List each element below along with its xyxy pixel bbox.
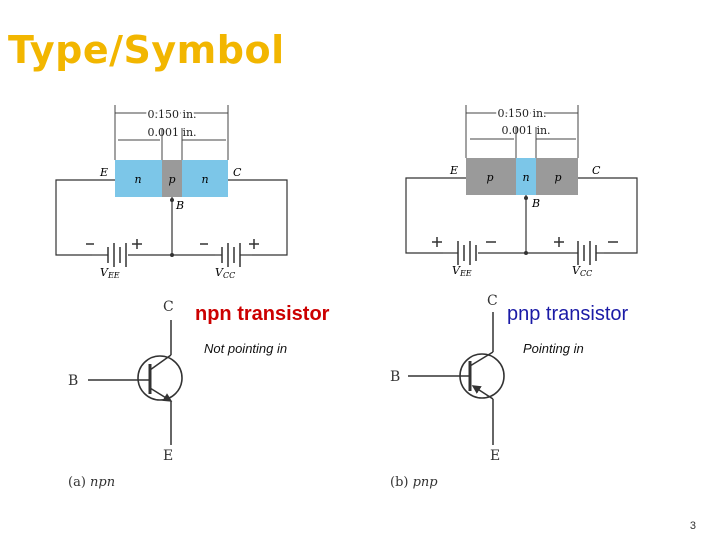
npn-vee-battery: VEE [86,239,142,280]
pnp-caption: (b) pnp [390,475,438,490]
npn-vee-label: VEE [100,266,120,280]
page-title: Type/Symbol [8,28,285,72]
npn-structure: 0.150 in. 0.001 in. n p n E C B [55,105,288,280]
pnp-dim-outer: 0.150 in. [497,107,546,120]
npn-base-label: B [175,199,184,212]
pnp-layer-3: p [554,171,561,184]
page-number: 3 [689,520,696,532]
npn-vcc-label: VCC [215,266,235,280]
pnp-layer-2: n [522,171,529,184]
pnp-symbol-c-label: C [487,293,498,309]
pnp-p-collector-region [536,158,578,195]
npn-symbol: npn transistor Not pointing in C B E (a)… [68,299,330,490]
npn-caption: (a) npn [68,475,115,490]
npn-vcc-battery: VCC [200,239,259,280]
pnp-collector-label: C [592,164,601,177]
pnp-note: Pointing in [523,341,584,356]
pnp-emitter-label: E [449,164,458,177]
npn-heading: npn transistor [195,303,330,325]
pnp-emitter-arrow-in [471,385,494,400]
npn-symbol-b-label: B [68,373,78,389]
npn-n-collector-region [182,160,228,197]
pnp-vcc-battery: VCC [554,237,618,278]
pnp-vcc-label: VCC [572,264,592,278]
npn-note: Not pointing in [204,341,287,356]
npn-layer-1: n [134,173,141,186]
pnp-symbol: pnp transistor Pointing in C B E (b) pnp [390,293,629,490]
pnp-base-label: B [531,197,540,210]
npn-symbol-c-label: C [163,299,174,315]
npn-collector-label: C [233,166,242,179]
pnp-layer-1: p [486,171,493,184]
pnp-vee-battery: VEE [432,237,496,278]
pnp-vee-label: VEE [452,264,472,278]
npn-emitter-arrow-out [149,387,173,402]
npn-layer-3: n [201,173,208,186]
npn-n-emitter-region [115,160,162,197]
npn-dim-outer: 0.150 in. [147,108,196,121]
npn-layer-2: p [168,173,175,186]
pnp-dim-inner: 0.001 in. [501,124,550,137]
pnp-p-emitter-region [466,158,516,195]
pnp-symbol-b-label: B [390,369,400,385]
pnp-heading: pnp transistor [507,303,629,325]
npn-p-base-region [162,160,182,197]
pnp-structure: 0.150 in. 0.001 in. p n p E C B VEE [405,105,638,278]
npn-symbol-e-label: E [163,448,173,464]
pnp-symbol-e-label: E [490,448,500,464]
pnp-n-base-region [516,158,536,195]
npn-dim-inner: 0.001 in. [147,126,196,139]
npn-symbol-circle [137,355,183,401]
npn-emitter-label: E [99,166,108,179]
